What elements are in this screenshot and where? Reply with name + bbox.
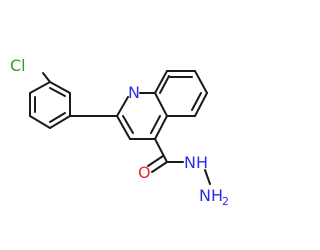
chlorine-label: Cl bbox=[10, 56, 26, 75]
carbonyl-oxygen-label: O bbox=[138, 163, 151, 182]
ring-nitrogen-label: N bbox=[128, 83, 140, 102]
hydrazide-nh2-n-label: N bbox=[199, 186, 211, 205]
molecule-structure: Cl N O N H N H 2 bbox=[10, 56, 229, 208]
bonds bbox=[29, 70, 211, 185]
structure-canvas: Cl N O N H N H 2 bbox=[10, 56, 229, 208]
hydrazide-nh2-h-label: H bbox=[211, 186, 223, 205]
hydrazide-nh-h-label: H bbox=[196, 153, 208, 172]
hydrazide-nh2-subscript: 2 bbox=[222, 195, 229, 208]
hydrazide-nh-n-label: N bbox=[184, 153, 196, 172]
atom-labels: Cl N O N H N H 2 bbox=[10, 56, 229, 208]
